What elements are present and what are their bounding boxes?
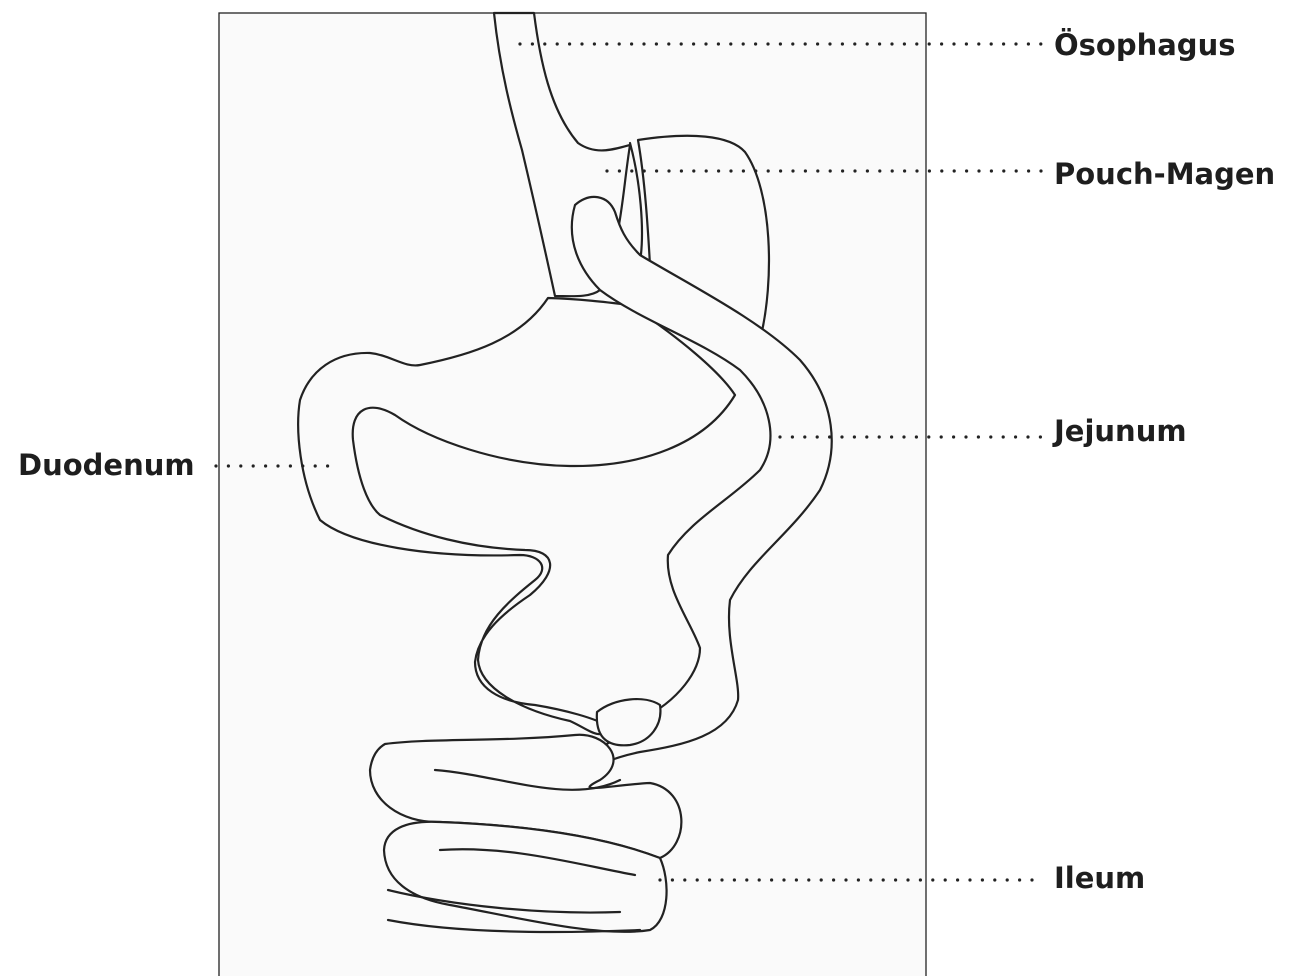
label-oesophagus: Ösophagus	[1054, 31, 1235, 60]
label-jejunum: Jejunum	[1054, 417, 1187, 446]
label-ileum: Ileum	[1054, 864, 1145, 893]
label-pouch-stomach: Pouch-Magen	[1054, 160, 1275, 189]
label-duodenum: Duodenum	[18, 451, 195, 480]
